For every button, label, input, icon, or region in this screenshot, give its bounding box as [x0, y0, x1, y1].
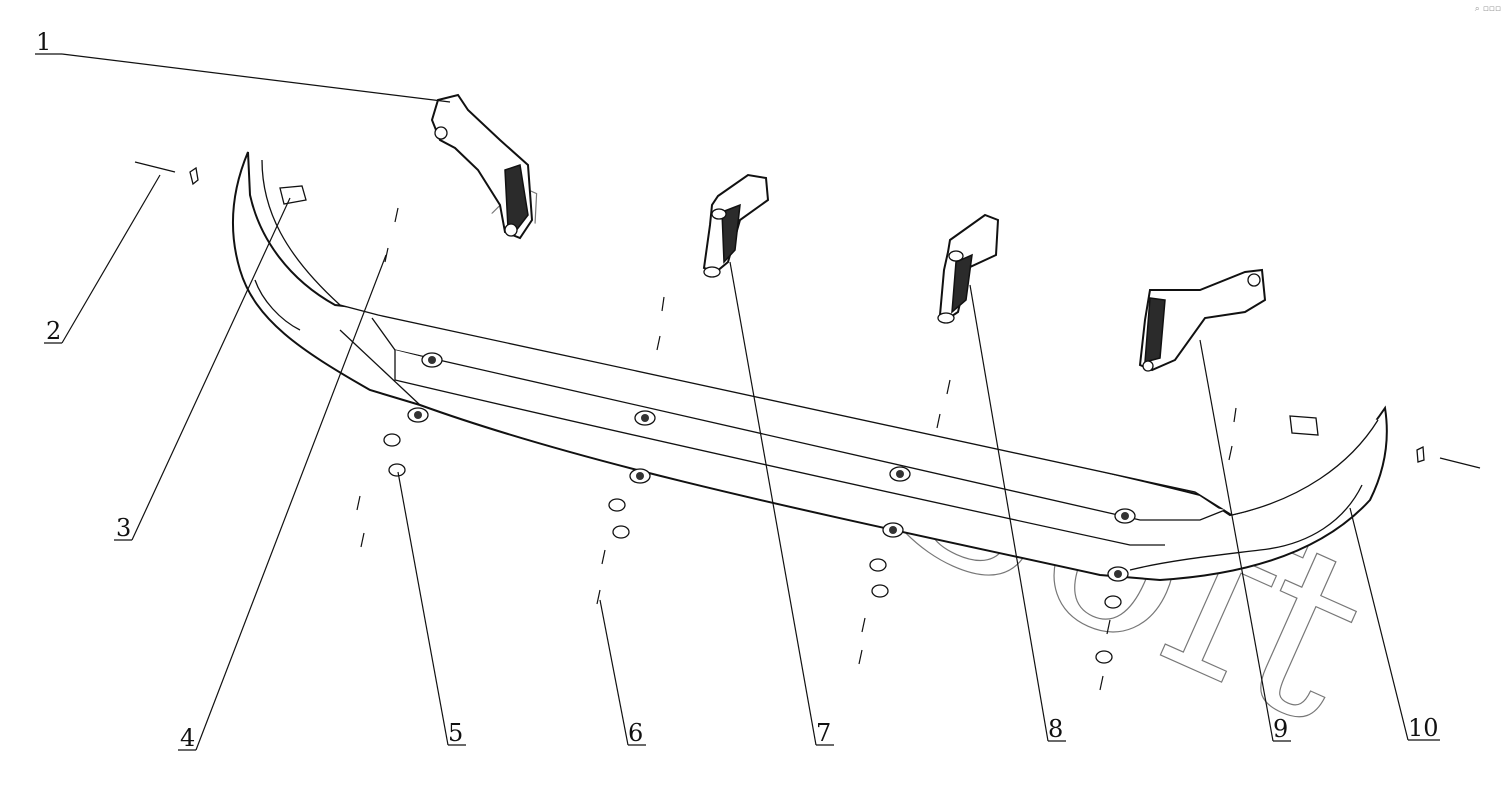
- bracket-7: [702, 173, 770, 278]
- callout-5: 5: [397, 471, 466, 747]
- callout-3: 3: [114, 197, 291, 542]
- callout-8: 8: [969, 284, 1066, 743]
- callout-10-label: 10: [1408, 714, 1439, 742]
- callouts: 1 2 3 4 5 6: [35, 28, 1440, 752]
- callout-2: 2: [44, 174, 161, 345]
- callout-7-label: 7: [816, 719, 831, 747]
- bracket-1: [430, 93, 534, 240]
- callout-5-label: 5: [448, 719, 463, 747]
- callout-4-label: 4: [180, 724, 195, 752]
- bumper-lip-spoiler: [232, 151, 1388, 582]
- callout-10: 10: [1349, 507, 1440, 742]
- callout-8-label: 8: [1048, 715, 1063, 743]
- callout-3-label: 3: [116, 514, 131, 542]
- callout-6-label: 6: [628, 719, 643, 747]
- callout-9-label: 9: [1273, 715, 1288, 743]
- bracket-9: [1138, 268, 1267, 372]
- callout-1: 1: [35, 28, 451, 103]
- callout-7: 7: [729, 261, 834, 747]
- bracket-8: [937, 213, 1000, 324]
- callout-1-label: 1: [36, 28, 51, 56]
- fasteners: [134, 161, 1481, 691]
- callout-4: 4: [178, 254, 387, 752]
- corner-mark: ⌕ ▫▫▫: [1474, 4, 1501, 14]
- callout-2-label: 2: [46, 317, 61, 345]
- bumper-bosses: [407, 352, 1136, 582]
- callout-6: 6: [599, 599, 646, 747]
- callout-9: 9: [1199, 339, 1291, 743]
